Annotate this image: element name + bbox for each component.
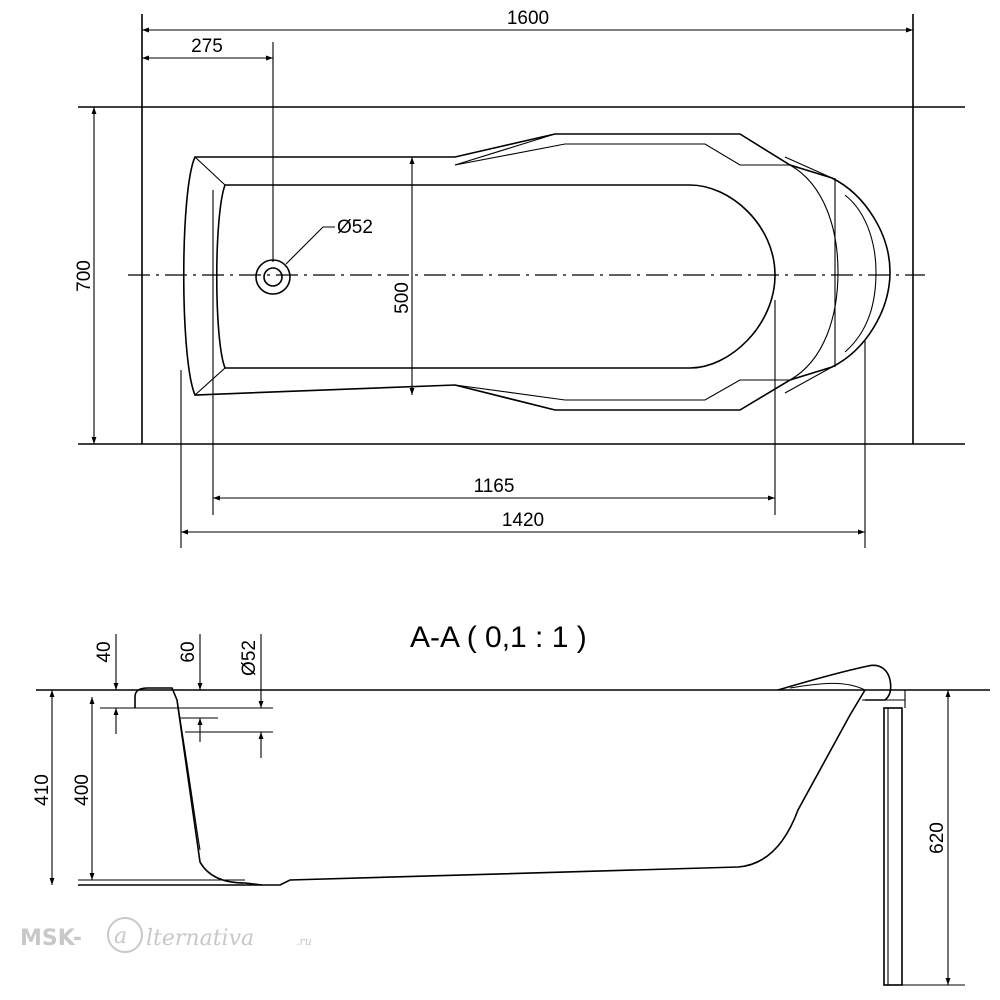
svg-text:40: 40 [94, 641, 115, 662]
dim-drain-offset: 275 [142, 36, 273, 61]
plan-view: 1600 275 700 500 Ø52 1165 [74, 8, 965, 548]
svg-text:400: 400 [72, 774, 93, 806]
dim-total-width: 700 [74, 107, 97, 444]
dim-drain-diameter: Ø52 [337, 217, 373, 238]
svg-text:700: 700 [74, 260, 95, 292]
bath-bowl-outline [182, 133, 891, 411]
dim-total-length: 1600 [142, 8, 913, 33]
svg-text:275: 275 [191, 36, 223, 57]
dim-inner-width: 500 [392, 157, 415, 395]
bath-leg [862, 690, 906, 986]
svg-text:1600: 1600 [507, 8, 549, 29]
section-view: A-A ( 0,1 : 1 ) [32, 621, 990, 986]
bath-section-outline [78, 664, 892, 886]
svg-text:410: 410 [32, 774, 53, 806]
dim-total-depth: 410 [32, 690, 55, 885]
dim-overflow-offset: 60 [178, 634, 203, 742]
dim-overflow-diameter: Ø52 [239, 634, 264, 758]
svg-text:60: 60 [178, 641, 199, 662]
section-title: A-A ( 0,1 : 1 ) [410, 621, 587, 654]
svg-text:620: 620 [927, 822, 948, 854]
dim-bowl-length: 1420 [180, 340, 866, 548]
dim-inner-depth: 400 [72, 697, 95, 880]
svg-text:1420: 1420 [502, 510, 544, 531]
svg-text:1165: 1165 [474, 476, 515, 497]
svg-text:.ru: .ru [296, 935, 312, 948]
svg-text:MSK-: MSK- [20, 926, 82, 951]
dim-height-with-legs: 620 [902, 690, 965, 986]
dim-rim: 40 [94, 634, 119, 734]
brand-watermark: MSK- a lternativa .ru [20, 917, 312, 953]
dim-inner-length: 1165 [212, 300, 776, 515]
svg-text:a: a [114, 924, 127, 949]
svg-text:500: 500 [392, 282, 413, 314]
svg-text:Ø52: Ø52 [239, 640, 260, 676]
overflow-detail [100, 707, 273, 733]
drain-icon [255, 42, 335, 295]
svg-text:lternativa: lternativa [146, 926, 254, 951]
